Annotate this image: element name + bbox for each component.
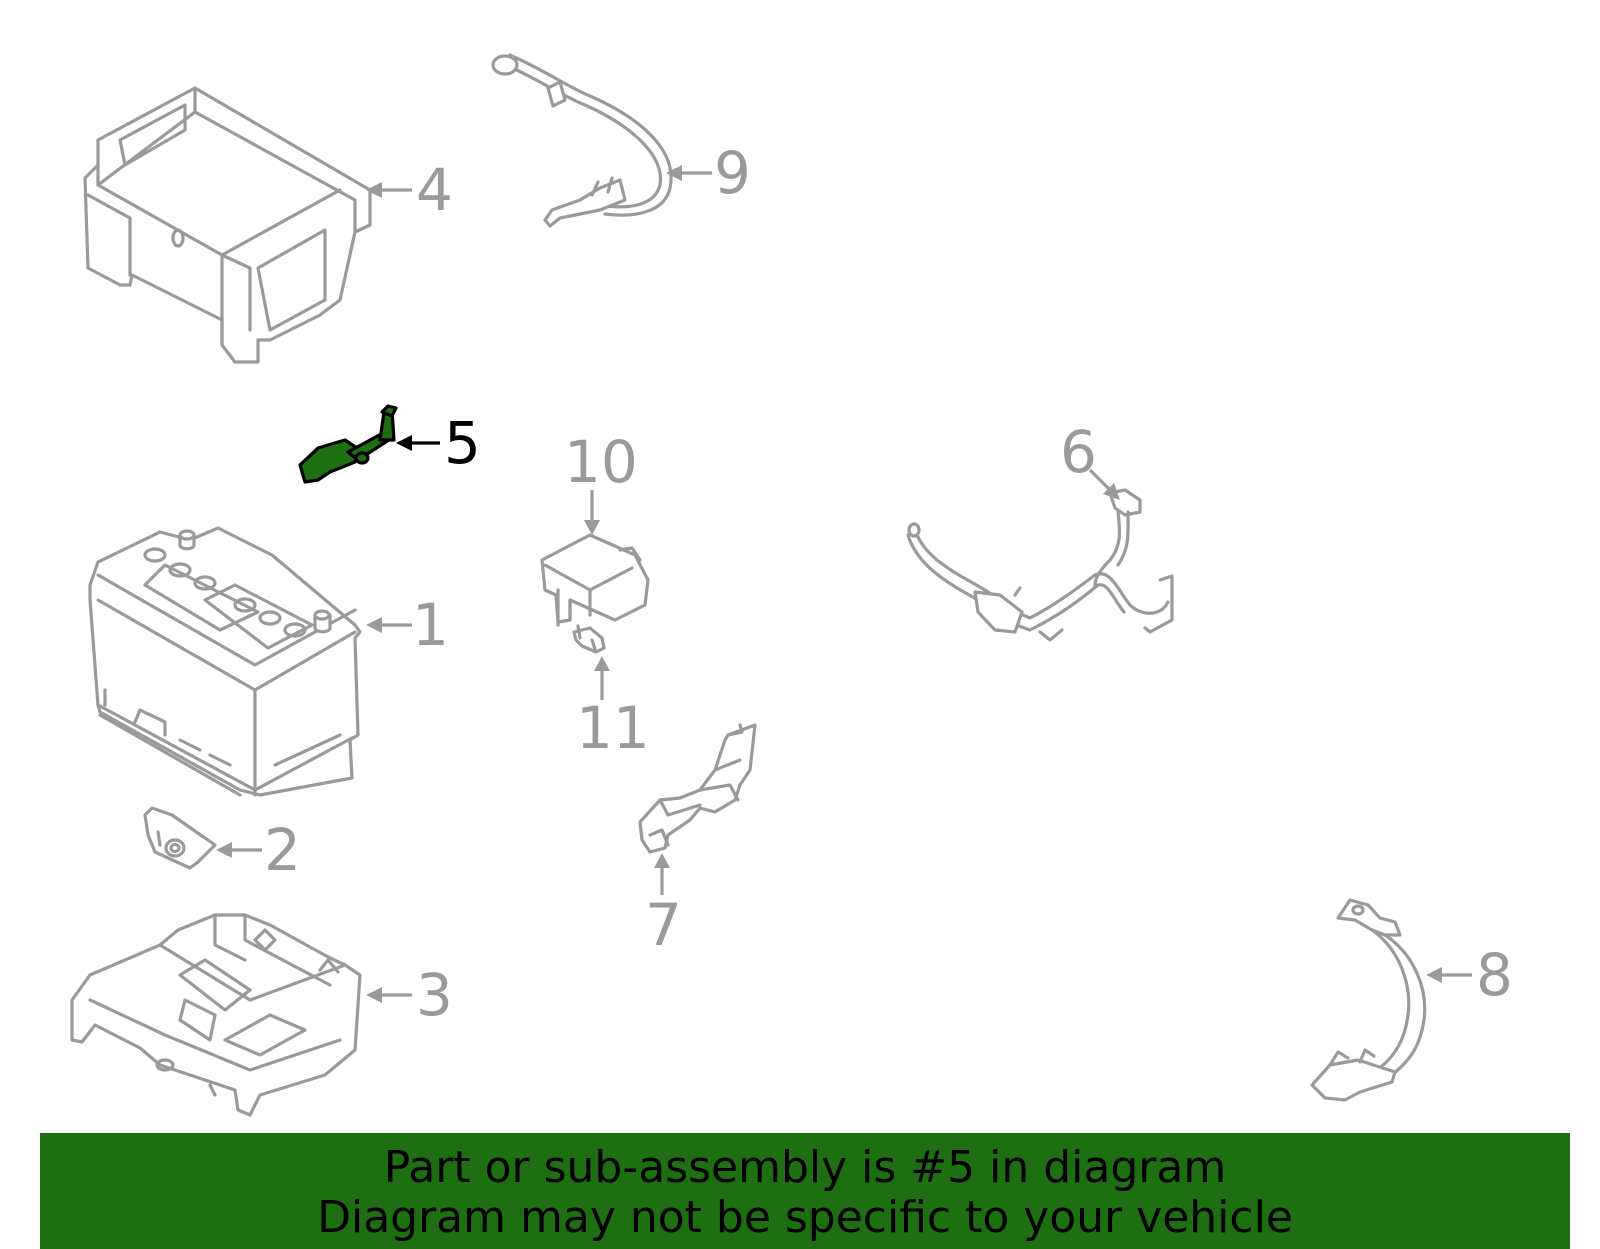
- callout-arrow-3: [366, 987, 412, 1003]
- part-1-battery[interactable]: [88, 526, 362, 797]
- part-4-battery-box[interactable]: [83, 86, 372, 364]
- callout-arrow-8: [1426, 967, 1472, 983]
- part-9-battery-cable[interactable]: [491, 53, 673, 228]
- callout-arrow-11: [594, 656, 610, 700]
- part-8-strap[interactable]: [1310, 898, 1427, 1102]
- part-5-sensor-highlighted[interactable]: [298, 404, 398, 484]
- callout-number-9[interactable]: 9: [714, 139, 751, 207]
- callout-arrow-2: [216, 842, 262, 858]
- callout-number-5[interactable]: 5: [444, 409, 481, 477]
- part-11-connector[interactable]: [572, 624, 606, 654]
- callout-arrow-10: [584, 490, 600, 535]
- part-10-fuse-box[interactable]: [540, 533, 650, 627]
- callout-arrow-4: [366, 182, 412, 198]
- banner-line-2: Diagram may not be specific to your vehi…: [317, 1192, 1293, 1243]
- part-2-clamp[interactable]: [143, 806, 217, 870]
- banner-line-1: Part or sub-assembly is #5 in diagram: [383, 1142, 1227, 1193]
- callout-number-7[interactable]: 7: [645, 891, 682, 959]
- callout-number-1[interactable]: 1: [412, 591, 449, 659]
- callout-number-8[interactable]: 8: [1476, 941, 1513, 1009]
- callout-number-10[interactable]: 10: [564, 428, 638, 496]
- callout-number-6[interactable]: 6: [1060, 418, 1097, 486]
- part-3-battery-tray[interactable]: [70, 913, 362, 1117]
- callout-arrow-6: [1088, 468, 1120, 500]
- callout-arrow-5: [396, 435, 440, 451]
- callout-number-2[interactable]: 2: [264, 816, 301, 884]
- callout-number-3[interactable]: 3: [416, 961, 453, 1029]
- part-6-wire-harness[interactable]: [906, 488, 1174, 642]
- callout-arrow-1: [366, 617, 412, 633]
- part-7-bracket[interactable]: [638, 723, 757, 854]
- callout-arrow-9: [666, 165, 712, 181]
- info-banner: Part or sub-assembly is #5 in diagram Di…: [40, 1133, 1570, 1249]
- callout-number-4[interactable]: 4: [416, 156, 453, 224]
- callout-number-11[interactable]: 11: [576, 694, 650, 762]
- callout-arrow-7: [654, 853, 670, 895]
